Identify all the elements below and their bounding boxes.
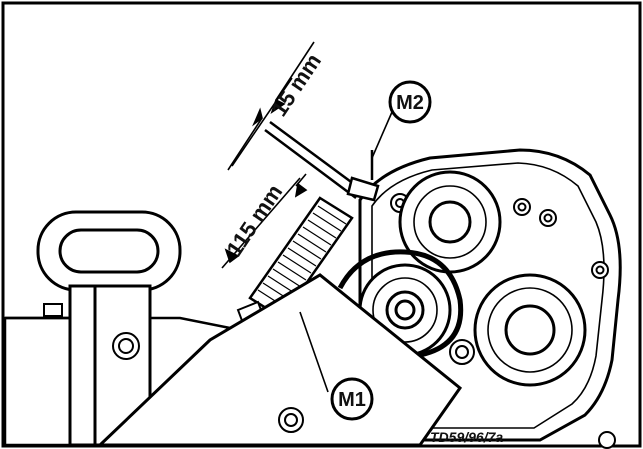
right-pulley: [473, 273, 587, 387]
handle-bolt: [112, 332, 140, 360]
handle: [36, 210, 182, 447]
drive-belt: [337, 249, 464, 358]
callout-m1: M1: [330, 377, 374, 421]
callout-m1-circle: [330, 377, 374, 421]
callout-m2-circle: [388, 80, 432, 124]
reference-code: TD59/96/7a: [430, 429, 503, 445]
upper-pulley: [398, 170, 502, 274]
callout-m1-label: M1: [338, 389, 366, 411]
callout-m2-label: M2: [396, 92, 424, 114]
arm-bolt: [278, 407, 304, 433]
adjusting-rod: [264, 120, 380, 202]
tension-spring: [248, 196, 354, 320]
dimension-lines: [221, 41, 315, 269]
leader-lines: [299, 111, 393, 393]
small-nut-left: [43, 303, 63, 317]
callout-m2: M2: [388, 80, 432, 124]
